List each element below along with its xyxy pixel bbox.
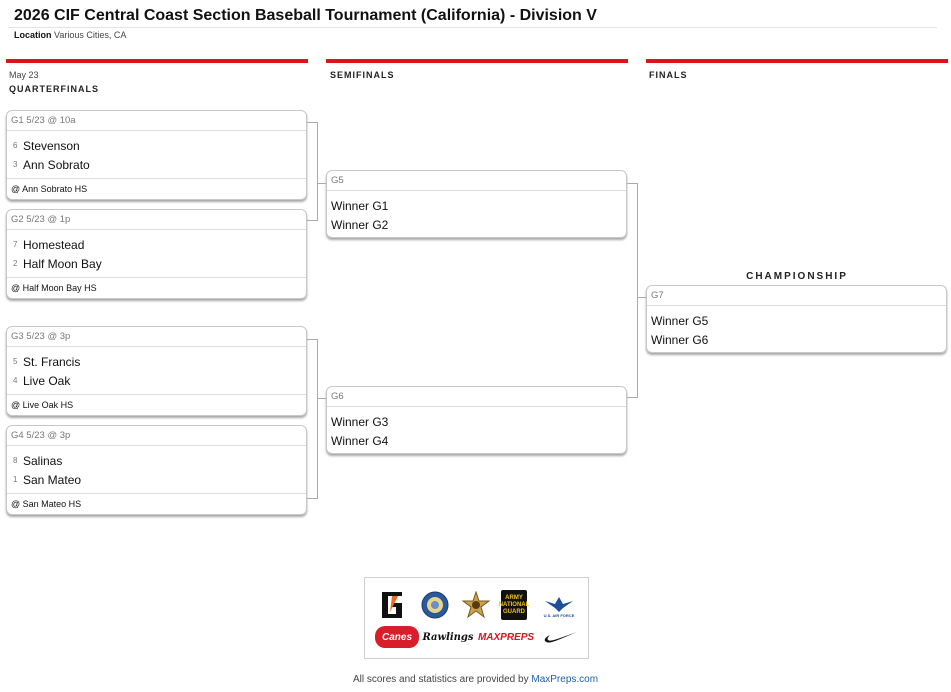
- air-force-text: U.S. AIR FORCE: [543, 612, 575, 618]
- star-badge-logo[interactable]: [461, 590, 491, 620]
- team-name: Winner G2: [331, 217, 389, 232]
- team-seed: 7: [13, 240, 18, 249]
- location-label: Location: [14, 30, 52, 40]
- team-row[interactable]: Winner G3: [327, 412, 626, 431]
- team-name: Winner G6: [651, 332, 709, 347]
- game-header: G1 5/23 @ 10a: [7, 111, 306, 131]
- team-name: Winner G1: [331, 198, 389, 213]
- nike-logo[interactable]: [541, 626, 581, 648]
- page-title: 2026 CIF Central Coast Section Baseball …: [14, 7, 597, 24]
- bracket-connector: [307, 339, 318, 499]
- team-seed: 2: [13, 259, 18, 268]
- game-card-g4[interactable]: G4 5/23 @ 3p 8 Salinas 1 San Mateo @ San M…: [6, 425, 307, 515]
- game-venue: @ San Mateo HS: [7, 493, 306, 514]
- team-row[interactable]: 2 Half Moon Bay: [7, 254, 306, 273]
- game-card-g2[interactable]: G2 5/23 @ 1p 7 Homestead 2 Half Moon Bay @…: [6, 209, 307, 299]
- footer-credit: All scores and statistics are provided b…: [0, 674, 951, 685]
- team-seed: 4: [13, 376, 18, 385]
- maxpreps-logo[interactable]: MAXPREPS: [477, 631, 535, 643]
- gatorade-logo[interactable]: [377, 590, 407, 620]
- air-force-logo[interactable]: U.S. AIR FORCE: [539, 590, 579, 622]
- army-guard-text: GUARD: [503, 608, 525, 615]
- team-row[interactable]: 1 San Mateo: [7, 470, 306, 489]
- bracket-connector: [318, 398, 326, 399]
- team-seed: 1: [13, 475, 18, 484]
- team-row[interactable]: Winner G4: [327, 431, 626, 450]
- game-header: G5: [327, 171, 626, 191]
- quarterfinals-bar: [6, 59, 308, 63]
- game-card-g1[interactable]: G1 5/23 @ 10a 6 Stevenson 3 Ann Sobrato @ …: [6, 110, 307, 200]
- team-name: San Mateo: [23, 472, 82, 487]
- quarterfinals-date: May 23: [9, 70, 39, 80]
- rawlings-logo[interactable]: Rawlings: [422, 631, 474, 643]
- game-venue: @ Ann Sobrato HS: [7, 178, 306, 199]
- seal-logo[interactable]: [420, 590, 450, 620]
- finals-bar: [646, 59, 948, 63]
- army-guard-text: ARMY: [505, 594, 523, 601]
- game-header: G4 5/23 @ 3p: [7, 426, 306, 446]
- title-divider: [8, 27, 937, 28]
- team-name: Winner G4: [331, 433, 389, 448]
- sponsor-logos: ARMY NATIONAL GUARD U.S. AIR FORCE Canes…: [364, 577, 589, 659]
- team-seed: 3: [13, 160, 18, 169]
- team-name: Live Oak: [23, 373, 71, 388]
- game-header: G2 5/23 @ 1p: [7, 210, 306, 230]
- team-row[interactable]: 4 Live Oak: [7, 371, 306, 390]
- round-label-quarterfinals: QUARTERFINALS: [9, 84, 99, 94]
- canes-logo[interactable]: Canes: [375, 626, 419, 648]
- footer-text: All scores and statistics are provided b…: [352, 674, 529, 685]
- team-row[interactable]: Winner G1: [327, 196, 626, 215]
- bracket-connector: [307, 122, 318, 221]
- team-name: Homestead: [23, 237, 85, 252]
- team-name: Ann Sobrato: [23, 157, 90, 172]
- team-name: Stevenson: [23, 138, 80, 153]
- maxpreps-link[interactable]: MaxPreps.com: [531, 674, 599, 685]
- team-row[interactable]: Winner G2: [327, 215, 626, 234]
- army-guard-text: NATIONAL: [498, 601, 530, 608]
- team-name: Winner G3: [331, 414, 389, 429]
- semifinals-bar: [326, 59, 628, 63]
- round-label-semifinals: SEMIFINALS: [330, 70, 395, 80]
- team-seed: 6: [13, 141, 18, 150]
- team-row[interactable]: 5 St. Francis: [7, 352, 306, 371]
- team-seed: 8: [13, 456, 18, 465]
- game-venue: @ Half Moon Bay HS: [7, 277, 306, 298]
- game-card-g6[interactable]: G6 Winner G3 Winner G4: [326, 386, 627, 454]
- round-label-finals: FINALS: [649, 70, 688, 80]
- game-card-g5[interactable]: G5 Winner G1 Winner G2: [326, 170, 627, 238]
- game-card-g7[interactable]: G7 Winner G5 Winner G6: [646, 285, 947, 353]
- team-name: St. Francis: [23, 354, 81, 369]
- game-venue: @ Live Oak HS: [7, 394, 306, 415]
- game-header: G3 5/23 @ 3p: [7, 327, 306, 347]
- game-card-g3[interactable]: G3 5/23 @ 3p 5 St. Francis 4 Live Oak @ Li…: [6, 326, 307, 416]
- team-row[interactable]: 7 Homestead: [7, 235, 306, 254]
- team-row[interactable]: 8 Salinas: [7, 451, 306, 470]
- location-value: Various Cities, CA: [54, 30, 127, 40]
- team-name: Salinas: [23, 453, 63, 468]
- team-row[interactable]: 3 Ann Sobrato: [7, 155, 306, 174]
- team-seed: 5: [13, 357, 18, 366]
- round-label-championship: CHAMPIONSHIP: [746, 271, 848, 282]
- game-header: G6: [327, 387, 626, 407]
- bracket-connector: [318, 183, 326, 184]
- team-name: Winner G5: [651, 313, 709, 328]
- bracket-connector: [638, 297, 646, 298]
- army-guard-logo[interactable]: ARMY NATIONAL GUARD: [498, 590, 530, 620]
- team-row[interactable]: 6 Stevenson: [7, 136, 306, 155]
- location-line: Location Various Cities, CA: [14, 30, 126, 40]
- team-row[interactable]: Winner G5: [647, 311, 946, 330]
- team-name: Half Moon Bay: [23, 256, 102, 271]
- game-header: G7: [647, 286, 946, 306]
- bracket-connector: [627, 183, 638, 398]
- team-row[interactable]: Winner G6: [647, 330, 946, 349]
